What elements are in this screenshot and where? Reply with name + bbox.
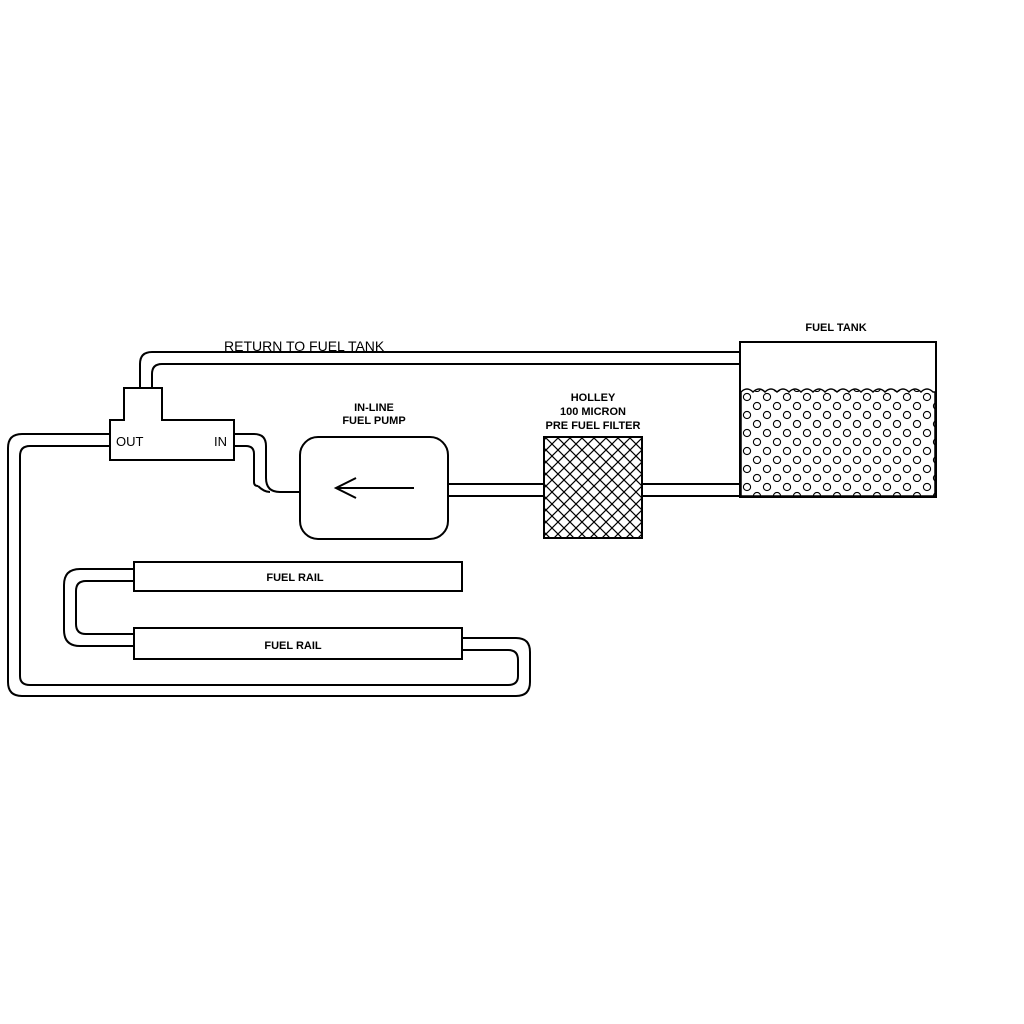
pump-label-line1: IN-LINE [354,402,394,414]
fuel-rail-bottom [133,627,463,660]
fuel-rail-top-label: FUEL RAIL [266,572,324,584]
fuel-tank-label: FUEL TANK [805,322,866,334]
regulator-out-label: OUT [116,434,144,449]
pre-fuel-filter [543,436,643,539]
return-line-hose [139,351,740,388]
filter-label-line1: HOLLEY [571,392,616,404]
outer-loop-hose [7,433,531,697]
filter-label-line2: 100 MICRON [560,406,626,418]
regulator-in-label: IN [214,434,227,449]
pump-label-line2: FUEL PUMP [342,415,405,427]
tank-to-filter-hose [642,483,740,497]
fuel-level [740,388,936,497]
flow-direction-arrow-icon [333,477,414,499]
return-line-label: RETURN TO FUEL TANK [224,338,385,354]
fuel-rail-top [133,561,463,592]
fuel-tank [739,341,937,498]
rail-crossover-hose [63,568,134,647]
fuel-pressure-regulator [109,387,235,461]
filter-label-line3: PRE FUEL FILTER [546,420,641,432]
filter-to-pump-hose [448,483,544,497]
fuel-rail-bottom-label: FUEL RAIL [264,640,322,652]
pump-to-regulator-hose [234,433,300,493]
